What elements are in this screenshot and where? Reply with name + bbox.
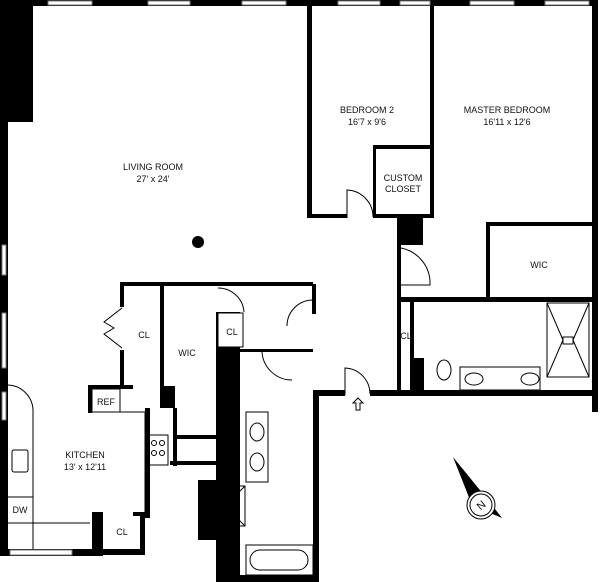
north-compass-icon: N [453,457,502,520]
hall-wic-label: WIC [178,348,196,358]
bedroom-walls [307,6,592,411]
kitchen-fixtures [7,384,216,555]
kitchen-size: 13' x 12'11 [64,462,106,472]
living-room-size: 27' x 24' [137,174,170,184]
master-bedroom-size: 16'11 x 12'6 [483,117,530,127]
dishwasher-label: DW [13,505,28,515]
kitchen-closet-label: CL [116,527,128,537]
living-closet-label: CL [138,330,150,340]
interior-walls [103,282,316,582]
bedroom-2-size: 16'7 x 9'6 [348,117,386,127]
living-room-label: LIVING ROOM [123,162,183,172]
windows [1,0,590,556]
master-wic-label: WIC [530,260,548,270]
bath-closet-label: CL [400,331,412,341]
master-bedroom-label: MASTER BEDROOM [464,105,551,115]
ref-label: REF [97,397,116,407]
custom-closet-label-1: CUSTOM [384,173,423,183]
column [192,236,204,248]
kitchen-label: KITCHEN [65,450,105,460]
bedroom-2-label: BEDROOM 2 [340,105,394,115]
custom-closet-label-2: CLOSET [385,184,422,194]
hall-closet-label: CL [226,327,238,337]
entry-arrow-icon [351,397,365,411]
